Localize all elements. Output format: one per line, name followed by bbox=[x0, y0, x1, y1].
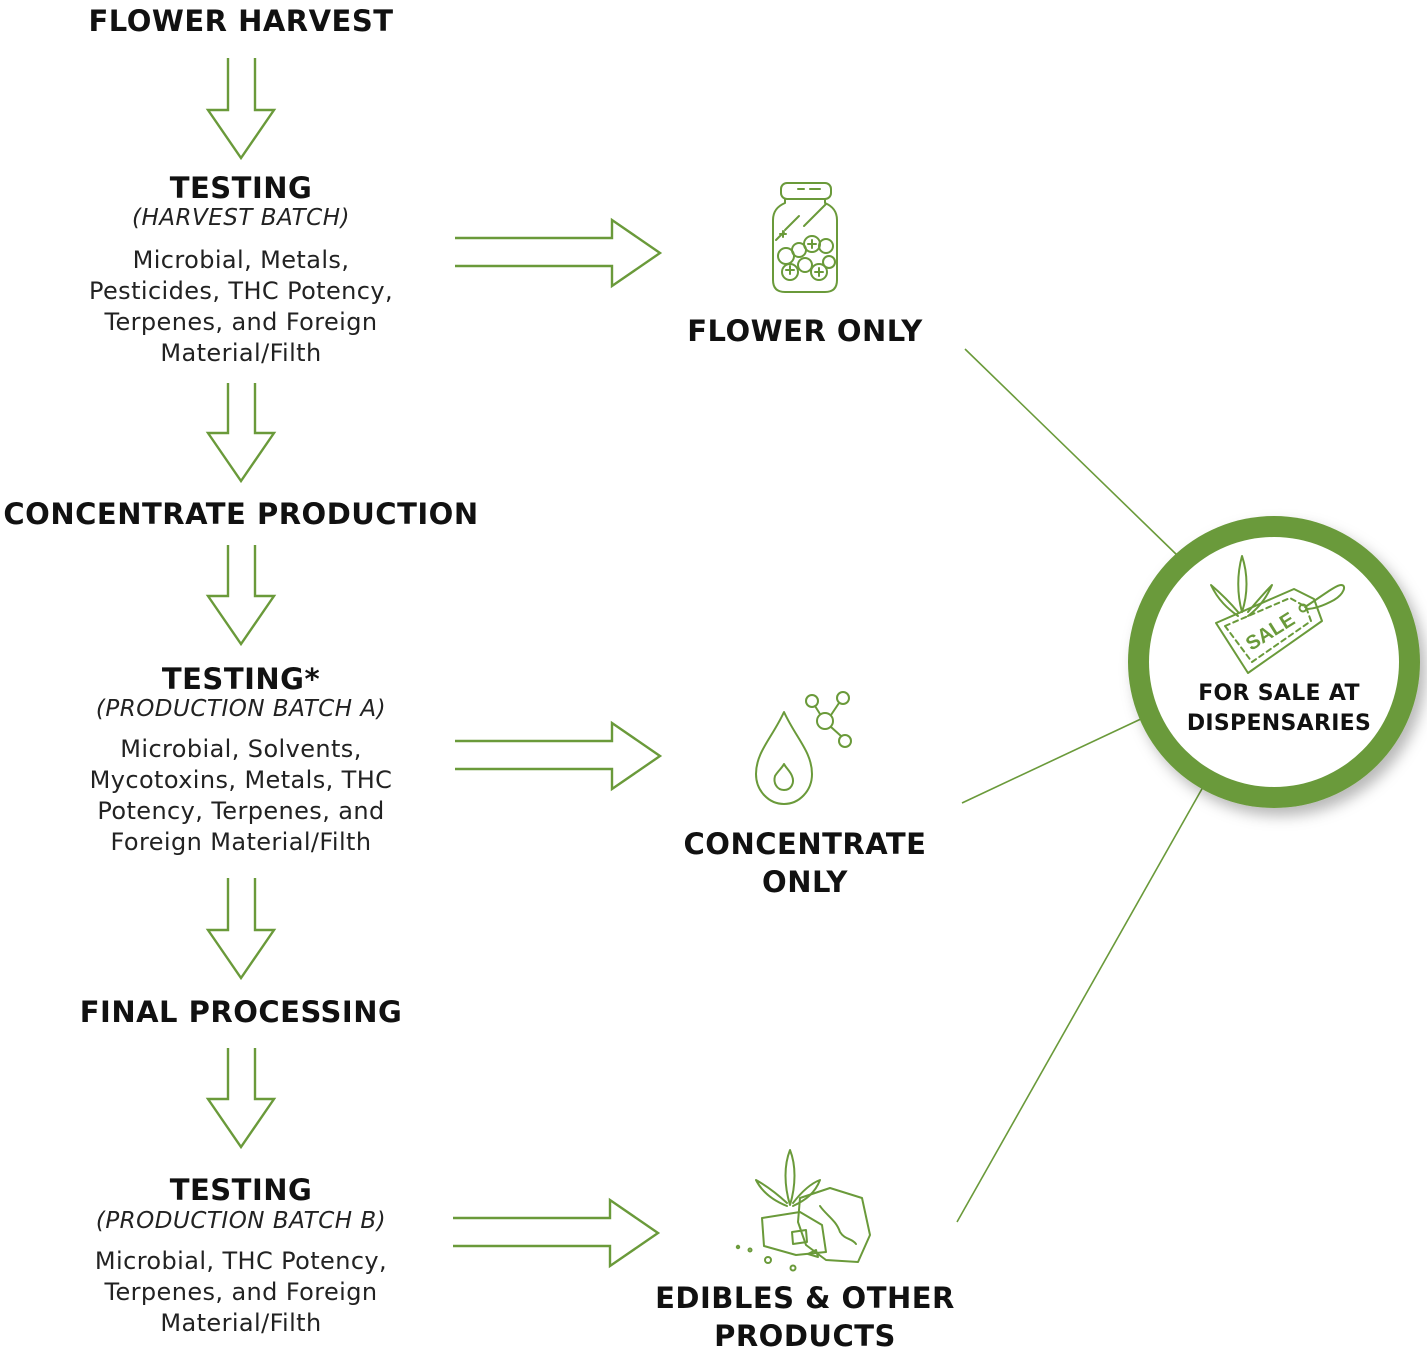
down-arrow-5 bbox=[205, 1048, 277, 1150]
connector-line-edibles bbox=[956, 786, 1204, 1223]
drop-molecule-icon bbox=[755, 691, 852, 805]
outcome-concentrate-only: CONCENTRATE ONLY bbox=[683, 827, 927, 899]
edibles-icon bbox=[735, 1149, 871, 1272]
connector-line-flower bbox=[964, 348, 1179, 557]
connector-line-concentrate bbox=[961, 717, 1144, 804]
testing-2-batch: (PRODUCTION BATCH A) bbox=[95, 696, 387, 722]
outcome-flower-only: FLOWER ONLY bbox=[687, 314, 923, 348]
dispensary-label: FOR SALE AT DISPENSARIES bbox=[1186, 681, 1372, 736]
testing-2-title: TESTING* bbox=[161, 662, 321, 696]
testing-3-batch: (PRODUCTION BATCH B) bbox=[95, 1208, 387, 1234]
step-concentrate-production: CONCENTRATE PRODUCTION bbox=[3, 497, 479, 531]
testing-3-tests: Microbial, THC Potency, Terpenes, and Fo… bbox=[94, 1247, 388, 1337]
testing-3-title: TESTING bbox=[169, 1173, 313, 1207]
testing-1-batch: (HARVEST BATCH) bbox=[132, 205, 350, 231]
right-arrow-1 bbox=[455, 217, 663, 289]
testing-2-tests: Microbial, Solvents, Mycotoxins, Metals,… bbox=[89, 735, 393, 856]
down-arrow-3 bbox=[205, 545, 277, 647]
right-arrow-2 bbox=[455, 720, 663, 792]
jar-icon bbox=[772, 182, 838, 293]
down-arrow-4 bbox=[205, 878, 277, 981]
step-flower-harvest: FLOWER HARVEST bbox=[88, 4, 394, 38]
testing-1-title: TESTING bbox=[169, 171, 313, 205]
down-arrow-1 bbox=[205, 58, 277, 161]
outcome-edibles: EDIBLES & OTHER PRODUCTS bbox=[655, 1281, 955, 1353]
down-arrow-2 bbox=[205, 383, 277, 484]
step-final-processing: FINAL PROCESSING bbox=[79, 995, 403, 1029]
dispensary-circle bbox=[1128, 516, 1420, 808]
right-arrow-3 bbox=[453, 1197, 661, 1269]
testing-1-tests: Microbial, Metals, Pesticides, THC Poten… bbox=[89, 246, 393, 367]
